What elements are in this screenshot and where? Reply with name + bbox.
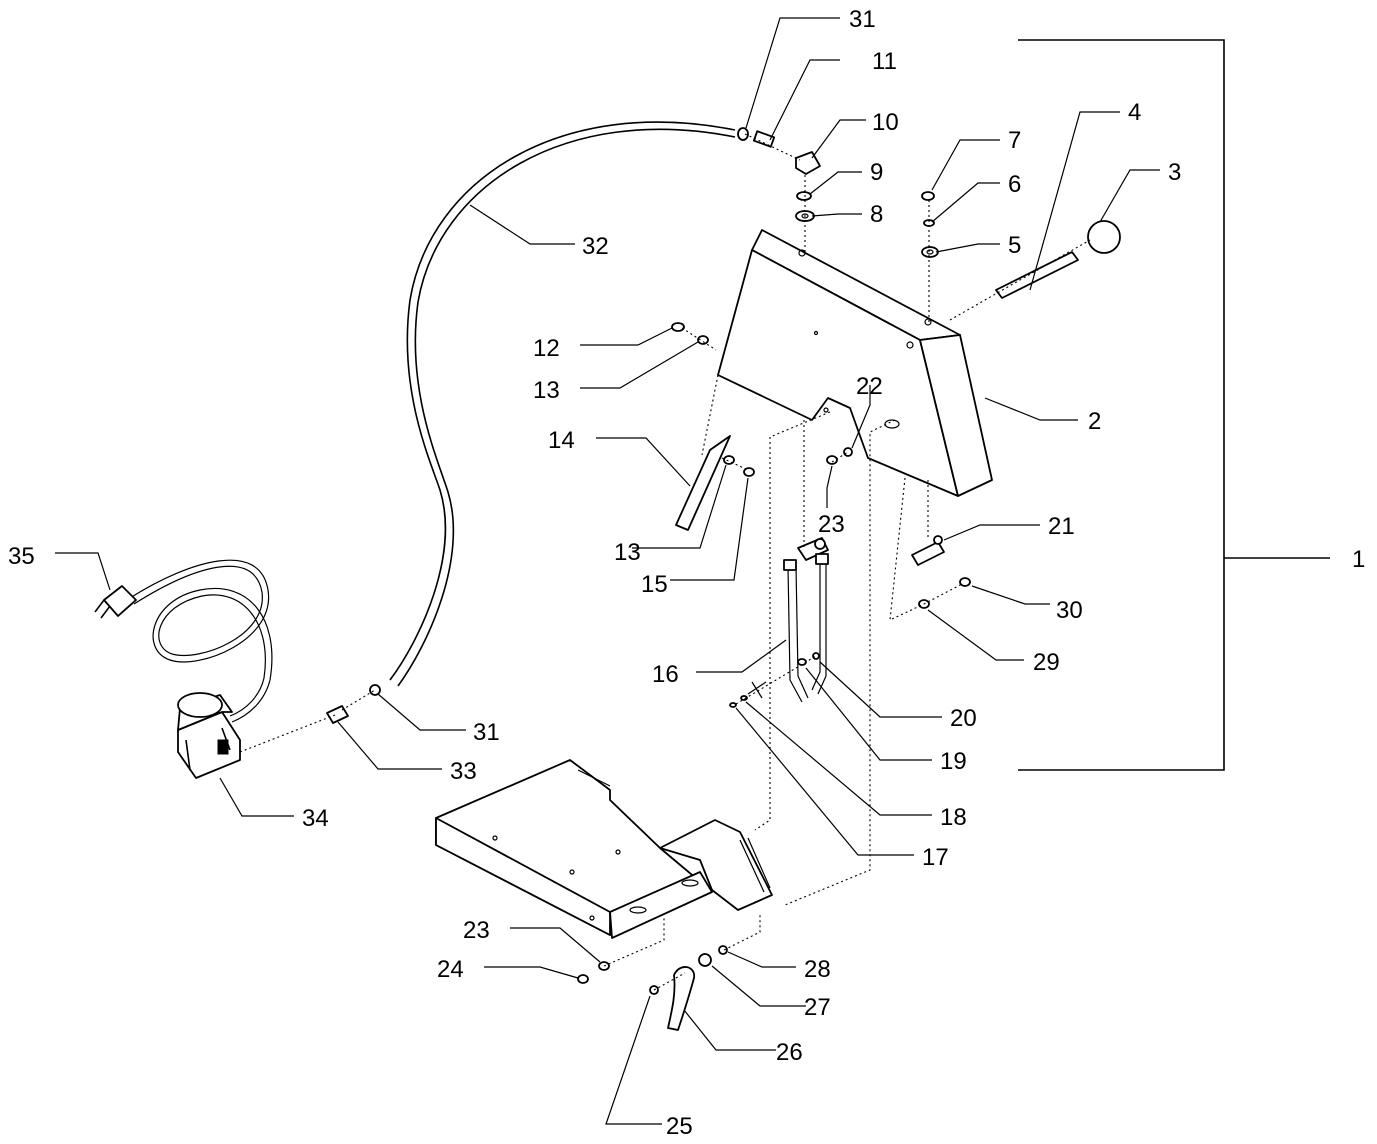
callout-4: 4 xyxy=(1128,99,1141,126)
callout-32: 32 xyxy=(582,233,609,260)
callout-1: 1 xyxy=(1352,546,1365,573)
cover-housing xyxy=(717,229,993,497)
callout-23-lower: 23 xyxy=(463,917,490,944)
callout-5: 5 xyxy=(1008,232,1021,259)
callout-17: 17 xyxy=(922,844,949,871)
assembly-lines xyxy=(239,133,1091,991)
callout-27: 27 xyxy=(804,994,831,1021)
base-plate xyxy=(435,759,713,939)
callout-11: 11 xyxy=(872,48,897,75)
callout-21: 21 xyxy=(1048,513,1075,540)
callout-2: 2 xyxy=(1088,408,1101,435)
small-parts xyxy=(326,127,1121,1031)
callout-7: 7 xyxy=(1008,127,1021,154)
assembly-bracket xyxy=(1018,39,1330,771)
callout-16: 16 xyxy=(652,661,679,688)
callout-22: 22 xyxy=(856,373,883,400)
callout-15: 15 xyxy=(641,571,668,598)
foot-switch xyxy=(177,692,241,779)
callout-29: 29 xyxy=(1033,649,1060,676)
callout-35: 35 xyxy=(8,543,35,570)
callout-numbers: 31 11 10 9 8 7 6 5 4 3 32 12 13 22 2 14 … xyxy=(8,6,1365,1140)
callout-3: 3 xyxy=(1168,159,1181,186)
leader-lines xyxy=(55,17,1160,1125)
callout-9: 9 xyxy=(870,159,883,186)
callout-28: 28 xyxy=(804,956,831,983)
callout-31-top: 31 xyxy=(849,6,876,33)
callout-33: 33 xyxy=(450,758,477,785)
callout-23-upper: 23 xyxy=(818,511,845,538)
callout-14: 14 xyxy=(548,427,575,454)
power-cord xyxy=(94,559,273,723)
callout-24: 24 xyxy=(437,956,464,983)
callout-30: 30 xyxy=(1056,597,1083,624)
callout-13-upper: 13 xyxy=(533,377,560,404)
callout-26: 26 xyxy=(776,1039,803,1066)
callout-19: 19 xyxy=(940,748,967,775)
callout-34: 34 xyxy=(302,805,329,832)
callout-20: 20 xyxy=(950,705,977,732)
foot-pedal xyxy=(659,819,773,911)
callout-25: 25 xyxy=(666,1113,693,1140)
callout-18: 18 xyxy=(940,804,967,831)
callout-10: 10 xyxy=(872,109,899,136)
callout-12: 12 xyxy=(533,335,560,362)
callout-8: 8 xyxy=(870,201,883,228)
callout-13-lower: 13 xyxy=(614,539,641,566)
callout-31-lower: 31 xyxy=(473,719,500,746)
air-tubing xyxy=(389,121,736,687)
callout-6: 6 xyxy=(1008,171,1021,198)
